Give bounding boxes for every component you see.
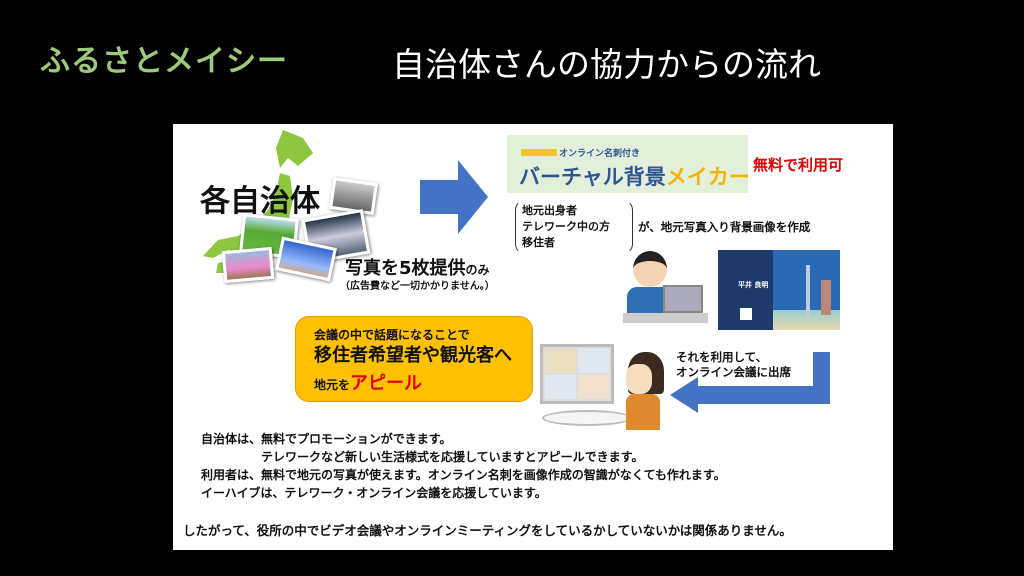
free-label: 無料で利用可 bbox=[753, 156, 844, 174]
user-type: 地元出身者 bbox=[522, 204, 577, 217]
banner-main: バーチャル背景 bbox=[519, 165, 666, 189]
appeal-highlight: アピール bbox=[350, 373, 423, 394]
users-action: が、地元写真入り背景画像を作成 bbox=[638, 220, 811, 234]
page-title: 自治体さんの協力からの流れ bbox=[392, 45, 821, 84]
logo: ふるさとメイシー bbox=[40, 44, 288, 79]
banner: オンライン名刺付き バーチャル背景メイカー bbox=[507, 135, 750, 193]
card-name: 平井 良明 bbox=[738, 281, 769, 289]
conclusion: したがって、役所の中でビデオ会議やオンラインミーティングをしているかしていないか… bbox=[183, 523, 792, 538]
meeting-text: それを利用して、 オンライン会議に出席 bbox=[676, 350, 791, 380]
notes: 自治体は、無料でプロモーションができます。 テレワークなど新しい生活様式を応援し… bbox=[201, 430, 726, 502]
arrow-return-icon bbox=[670, 352, 830, 413]
photos-note: （広告費など一切かかりません。） bbox=[340, 281, 495, 292]
photos-text: 写真を5枚提供 bbox=[345, 258, 466, 279]
appeal-line: 地元を bbox=[314, 378, 351, 392]
business-card-image: 平井 良明 bbox=[718, 250, 840, 330]
banner-small: オンライン名刺付き bbox=[559, 149, 641, 159]
note-line: 利用者は、無料で地元の写真が使えます。オンライン名刺を画像作成の智識がなくても作… bbox=[201, 468, 726, 482]
banner-main-accent: メイカー bbox=[665, 165, 750, 189]
appeal-box: 会議の中で話題になることで 移住者希望者や観光客へ 地元をアピール bbox=[295, 316, 533, 402]
photo bbox=[328, 177, 379, 215]
arrow-right-icon bbox=[420, 160, 488, 234]
appeal-line: 移住者希望者や観光客へ bbox=[314, 345, 512, 366]
users-box: 地元出身者 テレワーク中の方 移住者 bbox=[515, 200, 633, 254]
meeting-line: オンライン会議に出席 bbox=[676, 365, 791, 379]
user-type: 移住者 bbox=[522, 236, 555, 249]
slide: 各自治体 写真を5枚提供のみ （広告費など一切かかりません。） オンライン名刺付… bbox=[173, 124, 893, 550]
photos-suffix: のみ bbox=[465, 263, 490, 277]
user-type: テレワーク中の方 bbox=[522, 220, 610, 233]
person-laptop-illustration bbox=[623, 249, 708, 327]
online-meeting-illustration bbox=[540, 344, 670, 430]
appeal-line: 会議の中で話題になることで bbox=[314, 328, 470, 342]
photo bbox=[221, 246, 275, 284]
note-line: 自治体は、無料でプロモーションができます。 bbox=[201, 432, 452, 446]
note-line: テレワークなど新しい生活様式を応援していますとアピールできます。 bbox=[261, 450, 644, 464]
municipality-heading: 各自治体 bbox=[200, 184, 320, 219]
meeting-line: それを利用して、 bbox=[676, 350, 768, 364]
note-line: イーハイブは、テレワーク・オンライン会議を応援しています。 bbox=[201, 486, 547, 500]
